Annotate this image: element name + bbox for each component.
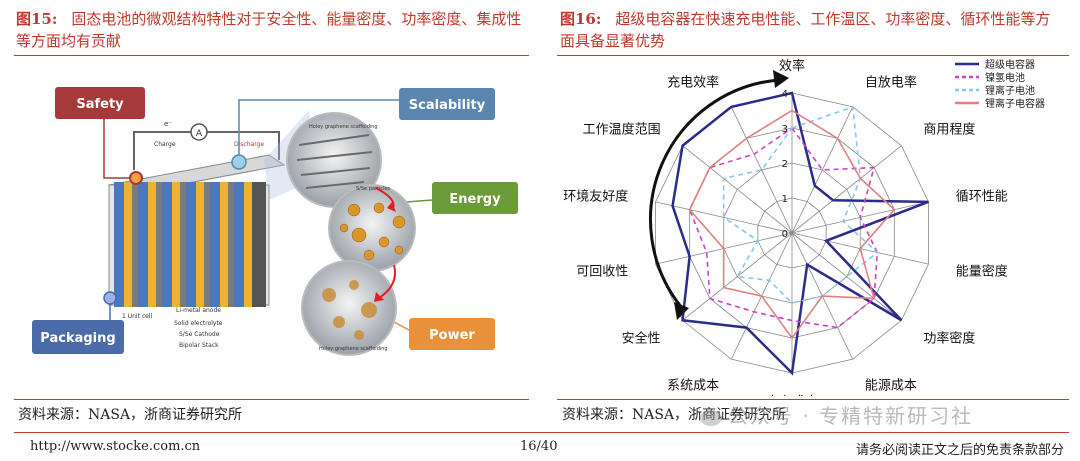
radar-series-line	[688, 109, 896, 340]
radar-spoke	[682, 145, 793, 234]
rotation-arrowtail	[674, 302, 689, 320]
radar-tick-labels: 0 1 2 3 4	[782, 89, 788, 240]
power-connector	[393, 321, 410, 331]
footer-divider	[14, 432, 1069, 433]
radar-series	[671, 91, 929, 376]
safety-box	[55, 87, 145, 119]
right-figure-title: 图16:超级电容器在快速充电性能、工作温区、功率密度、循环性能等方面具备显著优势	[560, 8, 1065, 52]
rotation-arrow	[649, 78, 780, 309]
particles	[339, 202, 406, 261]
right-figure-caption: 超级电容器在快速充电性能、工作温区、功率密度、循环性能等方面具备显著优势	[560, 10, 1051, 50]
radar-axis-label: 电力成本	[766, 395, 818, 396]
particles-label: S/Se particles	[356, 186, 391, 192]
radar-axis-label: 循环性能	[956, 190, 1008, 205]
radar-axis-label: 能量密度	[956, 263, 1008, 279]
radar-tick-label: 4	[782, 89, 788, 100]
radar-spoke	[730, 106, 793, 234]
energy-box	[432, 182, 518, 214]
radar-axis-labels: 效率自放电率商用程度循环性能能量密度功率密度能源成本电力成本 系统成本 安全性 可回收…	[563, 58, 1008, 396]
zoom-arrowhead-2	[374, 292, 384, 302]
wechat-icon	[700, 409, 722, 426]
left-source-divider	[14, 399, 529, 400]
safety-connector	[103, 115, 130, 179]
scaffold-pattern	[296, 134, 373, 189]
battery-illustration: A e⁻ Charge Discharge Holey graphene sca…	[32, 87, 518, 356]
left-figure-caption: 固态电池的微观结构特性对于安全性、能量密度、功率密度、集成性等方面均有贡献	[16, 10, 522, 50]
power-box	[409, 318, 495, 350]
left-source: 资料来源：NASA，浙商证券研究所	[18, 407, 243, 423]
cathode-label: S/Se Cathode	[179, 331, 220, 338]
radar-axis-label: 效率	[779, 58, 805, 74]
legend-label: 锂离子电池	[985, 84, 1035, 97]
composite-pattern	[322, 280, 377, 340]
safety-label: Safety	[76, 97, 124, 112]
ammeter-label: A	[196, 129, 203, 139]
radar-spoke	[791, 145, 902, 234]
page-number: 16/40	[520, 439, 558, 454]
bipolar-stack	[107, 154, 286, 307]
radar-tick-label: 0	[782, 229, 788, 240]
left-title-divider	[14, 55, 529, 56]
electron-label: e⁻	[164, 120, 172, 128]
radar-axis-label: 充电效率	[667, 75, 719, 91]
watermark-text: 公众号 · 专精特新研习社	[728, 404, 974, 428]
unit-cell-label: 1 Unit cell	[122, 313, 153, 320]
scalability-connector	[238, 99, 399, 155]
radar-axis-label: 环境友好度	[563, 189, 628, 205]
left-figure-title: 图15:固态电池的微观结构特性对于安全性、能量密度、功率密度、集成性等方面均有贡…	[16, 8, 526, 52]
left-figure-number: 图15:	[16, 10, 58, 28]
scalability-label: Scalability	[409, 98, 486, 113]
scalability-box	[399, 88, 495, 120]
scaffold-top-label: Holey graphene scaffolding	[309, 124, 378, 130]
right-source: 资料来源：NASA，浙商证券研究所	[562, 407, 787, 423]
bipolar-stack-label: Bipolar Stack	[179, 342, 219, 349]
legend-label: 镍氢电池	[985, 71, 1025, 84]
energy-label: Energy	[449, 192, 501, 207]
zoom-lens-composite	[301, 260, 397, 356]
packaging-marker	[103, 291, 117, 305]
discharge-label: Discharge	[234, 141, 264, 148]
radar-axis-label: 自放电率	[865, 75, 917, 91]
packaging-box	[32, 320, 124, 354]
radar-axis-label: 商用程度	[923, 121, 975, 137]
ammeter-icon	[190, 123, 208, 141]
right-title-divider	[557, 55, 1069, 56]
radar-chart: 效率自放电率商用程度循环性能能量密度功率密度能源成本电力成本 系统成本 安全性 可回收…	[563, 58, 1045, 396]
charge-label: Charge	[154, 141, 176, 148]
radar-spoke	[682, 232, 793, 321]
legend-label: 锂离子电容器	[985, 97, 1045, 110]
radar-tick-label: 3	[782, 124, 788, 135]
scaffold-bottom-label: Holey graphene scaffolding	[319, 346, 388, 352]
footer-disclaimer: 请务必阅读正文之后的免责条款部分	[855, 443, 1064, 458]
radar-axis-label: 功率密度	[923, 331, 975, 347]
radar-axis-label: 可回收性	[576, 264, 628, 279]
packaging-label: Packaging	[40, 331, 115, 346]
footer-url[interactable]: http://www.stocke.com.cn	[30, 439, 201, 454]
scalability-marker	[231, 154, 247, 170]
radar-axis-label: 能源成本	[865, 378, 917, 393]
watermark: 公众号 · 专精特新研习社	[700, 400, 973, 429]
solid-electrolyte-label: Solid electrolyte	[174, 320, 223, 327]
radar-tick-label: 2	[782, 159, 788, 170]
zoom-arrowhead-1	[387, 202, 396, 212]
radar-spoke	[791, 232, 902, 321]
radar-axis-label: 系统成本	[667, 378, 719, 393]
radar-tick-label: 1	[782, 194, 788, 205]
right-source-divider	[557, 399, 1069, 400]
power-label: Power	[429, 328, 475, 343]
safety-marker	[129, 171, 143, 185]
zoom-arrow-2	[378, 264, 396, 299]
li-anode-label: Li-metal anode	[176, 307, 221, 314]
legend-label: 超级电容器	[985, 58, 1035, 71]
radar-axis-label: 工作温度范围	[583, 121, 661, 137]
radar-axis-label: 安全性	[622, 331, 661, 347]
right-figure-number: 图16:	[560, 10, 602, 28]
radar-spoke	[791, 106, 854, 234]
rotation-arrowhead	[773, 70, 789, 88]
